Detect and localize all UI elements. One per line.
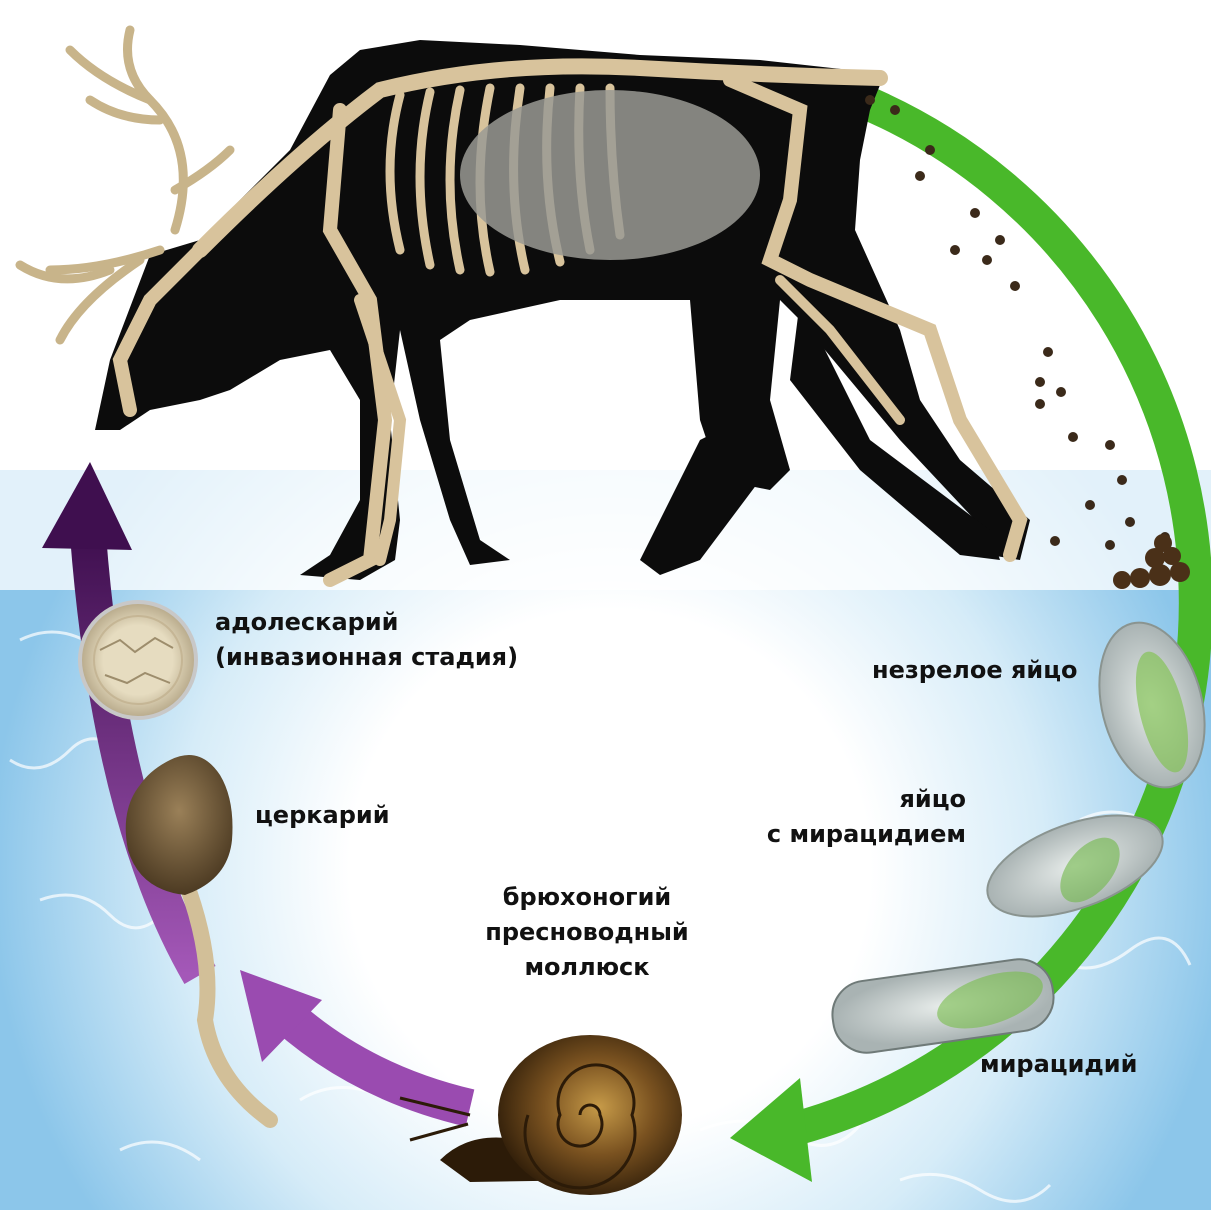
label-adolescariae-line1: адолескарий (215, 605, 518, 640)
adolescariae-dish-image (80, 602, 196, 718)
label-egg-with-miracidium-line1: яйцо (766, 782, 966, 817)
label-snail: брюхоногий пресноводный моллюск (467, 880, 707, 985)
label-egg-with-miracidium-line2: с мирацидием (766, 817, 966, 852)
label-snail-line2: пресноводный (467, 915, 707, 950)
label-egg-with-miracidium: яйцо с мирацидием (766, 782, 966, 852)
label-adolescariae-line2: (инвазионная стадия) (215, 640, 518, 675)
label-immature-egg: незрелое яйцо (872, 653, 1077, 688)
label-adolescariae: адолескарий (инвазионная стадия) (215, 605, 518, 675)
reindeer-stomach (460, 90, 760, 260)
label-snail-line3: моллюск (467, 950, 707, 985)
label-cercaria: церкарий (255, 798, 390, 833)
label-snail-line1: брюхоногий (467, 880, 707, 915)
label-miracidium: мирацидий (980, 1047, 1137, 1082)
